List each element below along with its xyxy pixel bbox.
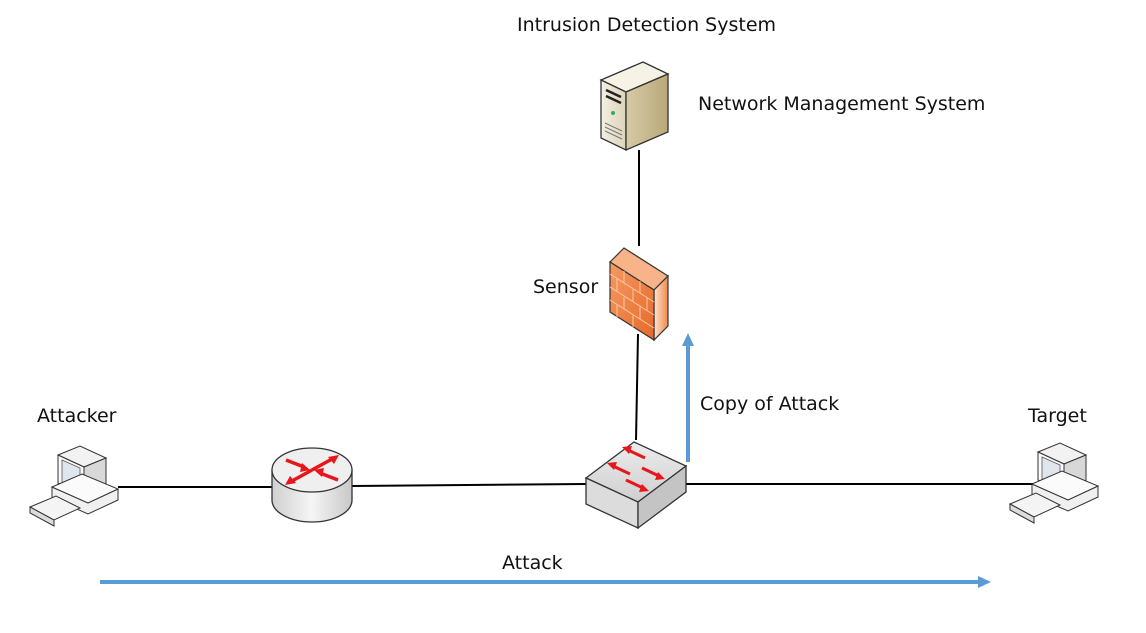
diagram-title: Intrusion Detection System: [517, 14, 777, 36]
target-label: Target: [1028, 405, 1087, 427]
attacker-workstation-icon[interactable]: [28, 445, 120, 527]
router-icon[interactable]: [271, 447, 353, 523]
copy-of-attack-label: Copy of Attack: [700, 393, 840, 415]
attack-label: Attack: [502, 552, 563, 574]
sensor-label: Sensor: [533, 276, 599, 298]
switch-icon[interactable]: [584, 441, 688, 530]
link-switch-sensor: [635, 333, 639, 441]
attacker-label: Attacker: [37, 405, 117, 427]
copy-of-attack-arrow: [682, 333, 694, 462]
firewall-icon[interactable]: [609, 247, 669, 342]
links: [118, 150, 1034, 488]
target-workstation-icon[interactable]: [1008, 442, 1100, 524]
server-icon[interactable]: [599, 61, 670, 152]
nms-label: Network Management System: [698, 93, 986, 115]
attack-arrow: [100, 576, 991, 588]
link-router-switch: [351, 483, 587, 487]
